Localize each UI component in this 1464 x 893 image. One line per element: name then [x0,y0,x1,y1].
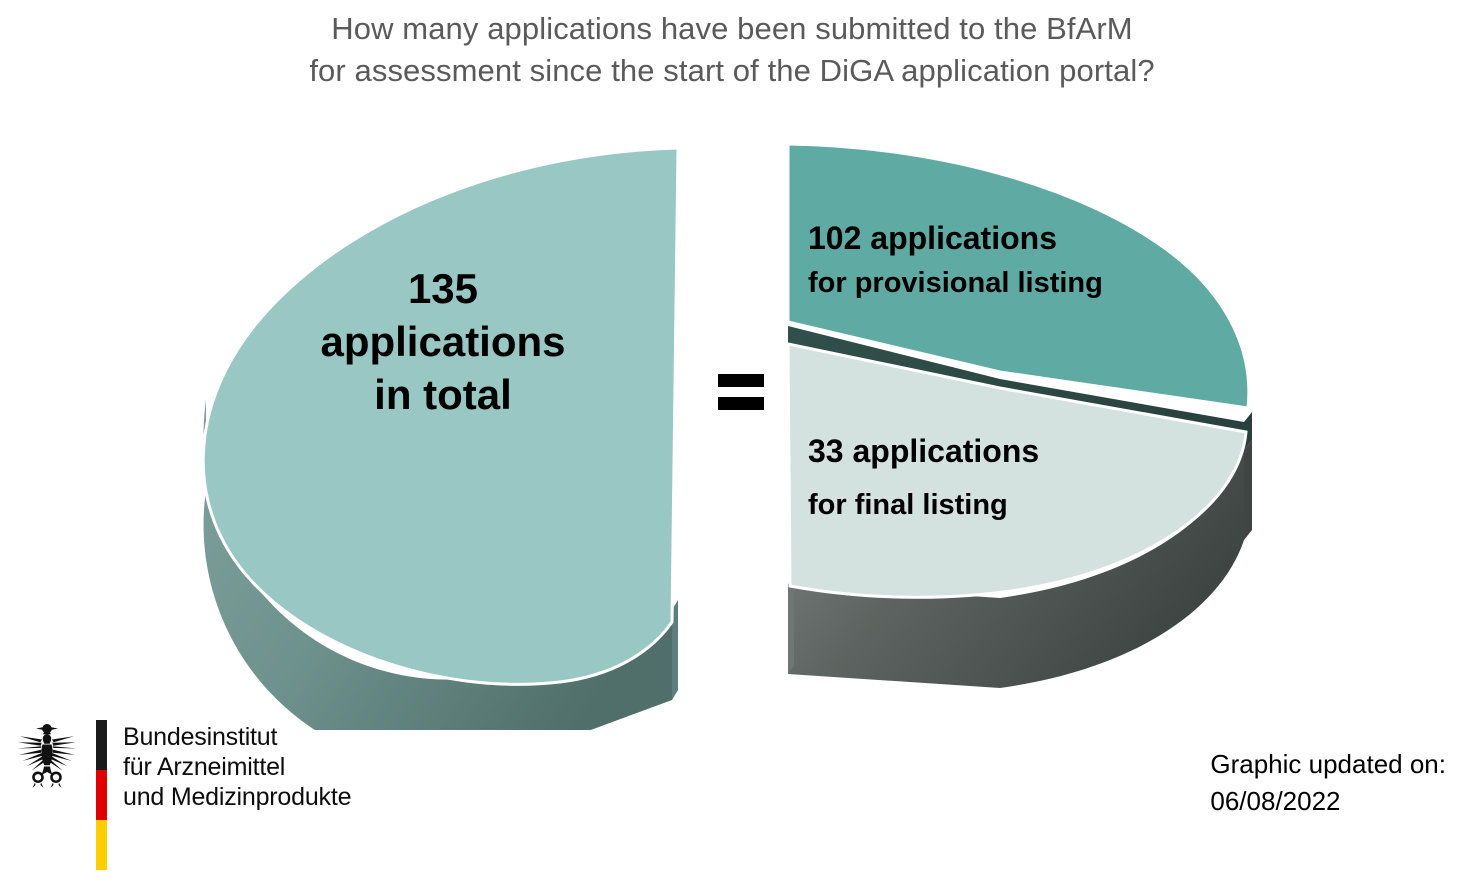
slice-final-right-rim [1244,440,1252,540]
slice-total-top [201,146,680,686]
pie-chart-svg [201,142,1252,730]
logo-text: Bundesinstitut für Arzneimittel und Medi… [123,722,351,812]
bfarm-logo: Bundesinstitut für Arzneimittel und Medi… [14,718,351,870]
slice-final-side [788,450,1244,688]
flag-segment-gold [96,820,107,870]
federal-eagle-icon [17,724,77,788]
slice-final-top [786,342,1248,599]
title-line-2: for assessment since the start of the Di… [309,53,1155,88]
slice-total-cut-face [672,600,678,700]
slice-provisional-top [786,142,1251,410]
logo-text-line-3: und Medizinprodukte [123,783,352,811]
graphic-updated-note: Graphic updated on: 06/08/2022 [1210,746,1446,820]
flag-segment-red [96,770,107,820]
slice-final-cut-face [788,576,794,674]
pie-chart [0,130,1464,730]
updated-date: 06/08/2022 [1210,786,1341,816]
title-line-1: How many applications have been submitte… [331,11,1133,46]
updated-label: Graphic updated on: [1210,749,1446,779]
flag-segment-black [96,720,107,770]
page-title: How many applications have been submitte… [0,8,1464,92]
german-flag-bar-icon [96,720,107,870]
logo-text-line-1: Bundesinstitut [123,723,278,751]
logo-text-line-2: für Arzneimittel [123,753,286,781]
slice-final [786,342,1252,688]
equals-bar-bottom [718,397,764,410]
slice-total-side [203,400,672,730]
equals-bar-top [718,374,764,387]
equals-sign [718,358,764,410]
slice-total [201,146,680,730]
